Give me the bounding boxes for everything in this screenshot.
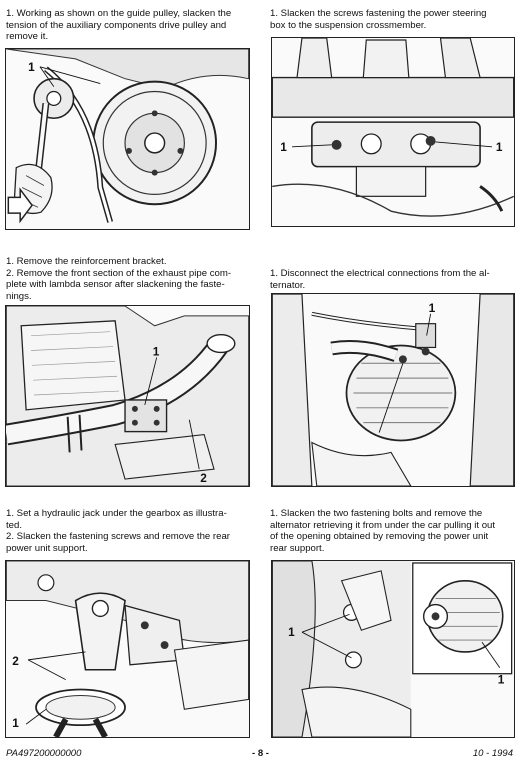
step-6-illustration: 1 1	[271, 560, 515, 738]
step-6-caption: 1. Slacken the two fastening bolts and r…	[270, 508, 516, 554]
step-5-line-1: 1. Set a hydraulic jack under the gearbo…	[6, 508, 227, 519]
step-1-line-1: 1. Working as shown on the guide pulley,…	[6, 8, 232, 19]
step-2-line-1: 1. Slacken the screws fastening the powe…	[270, 8, 487, 19]
page-number: - 8 -	[252, 748, 269, 759]
step-2-callout-right: 1	[496, 140, 503, 154]
step-5-callout-2: 2	[12, 654, 19, 668]
step-6-line-2: alternator retrieving it from under the …	[270, 519, 496, 531]
step-4-caption: 1. Disconnect the electrical connections…	[270, 268, 516, 291]
step-1-caption: 1. Working as shown on the guide pulley,…	[6, 8, 254, 43]
step-4-line-1: 1. Disconnect the electrical connections…	[270, 268, 490, 279]
step-2-illustration: 1 1	[271, 37, 515, 227]
step-6-callout-bolts: 1	[288, 625, 295, 639]
document-code: PA497200000000	[6, 748, 82, 759]
publication-date: 10 - 1994	[472, 748, 513, 759]
step-3-line-4: nings.	[6, 290, 32, 302]
step-3-illustration: 1 2	[5, 305, 250, 487]
step-2-line-2: box to the suspension crossmember.	[270, 19, 427, 31]
step-6-line-3: of the opening obtained by removing the …	[270, 531, 489, 543]
step-6-line-1: 1. Slacken the two fastening bolts and r…	[270, 508, 483, 519]
step-5-callout-1: 1	[12, 716, 19, 730]
step-1-line-3: remove it.	[6, 31, 49, 43]
alternator-connections-drawing: 1	[272, 294, 514, 486]
step-5-line-2: ted.	[6, 519, 23, 531]
step-5-caption: 1. Set a hydraulic jack under the gearbo…	[6, 508, 254, 554]
step-6-line-4: rear support.	[270, 542, 325, 554]
step-3-callout-1: 1	[153, 344, 160, 358]
step-5-line-4: power unit support.	[6, 542, 88, 554]
rear-support-drawing: 2 1	[6, 561, 249, 737]
step-5-illustration: 2 1	[5, 560, 250, 738]
step-4-callout-1: 1	[429, 301, 436, 315]
step-3-callout-2: 2	[200, 471, 207, 485]
step-6-callout-inset: 1	[498, 673, 505, 687]
alternator-removal-drawing: 1 1	[272, 561, 513, 737]
step-3-line-3: plete with lambda sensor after slackenin…	[6, 279, 225, 291]
step-3-caption: 1. Remove the reinforcement bracket. 2. …	[6, 256, 254, 302]
step-4-line-2: ternator.	[270, 279, 306, 291]
step-3-line-2: 2. Remove the front section of the exhau…	[6, 267, 232, 279]
steering-box-drawing: 1 1	[272, 38, 514, 217]
step-4-illustration: 1	[271, 293, 515, 487]
step-2-caption: 1. Slacken the screws fastening the powe…	[270, 8, 516, 31]
step-3-line-1: 1. Remove the reinforcement bracket.	[6, 256, 167, 267]
step-2-callout-left: 1	[280, 140, 287, 154]
exhaust-pipe-drawing: 1 2	[6, 306, 249, 486]
pulley-removal-drawing: 1	[6, 49, 249, 224]
step-1-line-2: tension of the auxiliary components driv…	[6, 19, 227, 31]
step-5-line-3: 2. Slacken the fastening screws and remo…	[6, 531, 230, 543]
step-1-callout-1: 1	[28, 60, 35, 74]
step-1-illustration: 1	[5, 48, 250, 230]
